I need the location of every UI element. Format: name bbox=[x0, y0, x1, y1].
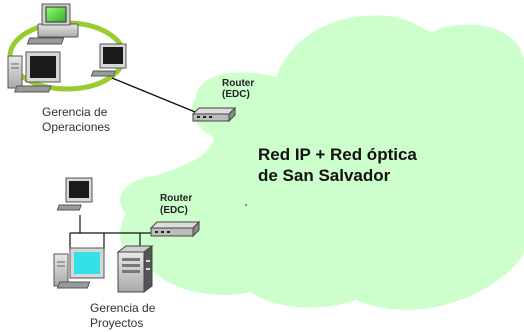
router-bottom-label-line1: Router bbox=[160, 193, 192, 204]
router-top-label-line1: Router bbox=[222, 78, 254, 89]
network-title-line2: de San Salvador bbox=[258, 166, 391, 185]
desktop-computer-icon bbox=[7, 51, 61, 93]
site-label-proyectos-line1: Gerencia de bbox=[90, 301, 156, 315]
router-top-label-line2: (EDC) bbox=[222, 89, 250, 100]
cloud-dot bbox=[245, 204, 247, 206]
link-operaciones-router bbox=[111, 77, 201, 115]
router-bottom-label-line2: (EDC) bbox=[160, 205, 188, 216]
crt-monitor-icon bbox=[56, 177, 93, 211]
desktop-computer-icon bbox=[26, 3, 79, 45]
desktop-computer-icon bbox=[53, 247, 105, 289]
tower-server-icon bbox=[116, 245, 154, 293]
ip-network-cloud bbox=[120, 15, 524, 310]
site-label-operaciones-line2: Operaciones bbox=[42, 120, 110, 134]
site-label-proyectos-line2: Proyectos bbox=[90, 316, 143, 330]
site-label-operaciones-line1: Gerencia de bbox=[42, 105, 108, 119]
router-icon bbox=[149, 220, 201, 238]
router-icon bbox=[191, 106, 237, 123]
network-title-line1: Red IP + Red óptica bbox=[258, 145, 417, 164]
crt-monitor-icon bbox=[90, 43, 127, 77]
